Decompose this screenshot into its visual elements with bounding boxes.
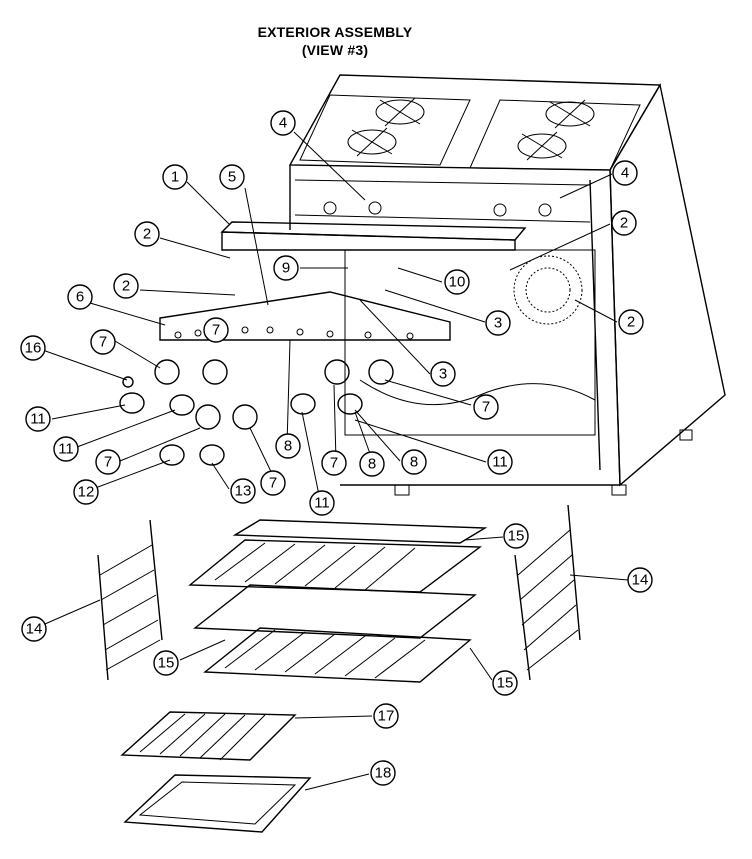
callout-3: 3: [430, 361, 456, 387]
callout-4: 4: [270, 110, 296, 136]
svg-text:7: 7: [330, 455, 338, 472]
callout-7: 7: [321, 450, 347, 476]
svg-text:14: 14: [632, 572, 649, 589]
svg-text:2: 2: [143, 226, 151, 243]
svg-text:7: 7: [482, 399, 490, 416]
svg-text:18: 18: [375, 765, 392, 782]
svg-text:6: 6: [76, 289, 84, 306]
callout-10: 10: [444, 269, 470, 295]
svg-text:5: 5: [228, 169, 236, 186]
callout-12: 12: [73, 479, 99, 505]
svg-text:11: 11: [492, 454, 508, 471]
svg-text:15: 15: [497, 675, 514, 692]
callout-7: 7: [95, 449, 121, 475]
callout-7: 7: [90, 329, 116, 355]
svg-text:11: 11: [30, 411, 46, 428]
rack-slide-right: [514, 504, 581, 681]
callout-2: 2: [618, 309, 644, 335]
callout-2: 2: [134, 221, 160, 247]
callout-8-label: 8: [284, 438, 292, 455]
control-panel: [159, 291, 451, 341]
svg-text:2: 2: [627, 314, 635, 331]
callout-11: 11: [53, 436, 79, 462]
svg-text:11: 11: [58, 441, 74, 458]
rack-slide-left: [97, 519, 163, 681]
svg-text:7: 7: [269, 475, 277, 492]
callout-2: 2: [113, 273, 139, 299]
svg-text:10: 10: [449, 274, 466, 291]
callout-9: 9: [273, 255, 299, 281]
svg-text:8: 8: [368, 456, 376, 473]
callout-15: 15: [153, 650, 179, 676]
svg-text:15: 15: [158, 655, 175, 672]
svg-text:7: 7: [104, 454, 112, 471]
svg-text:17: 17: [378, 708, 395, 725]
callout-7: 7: [203, 317, 229, 343]
svg-text:4: 4: [621, 165, 629, 182]
control-panel-backer: [220, 221, 527, 251]
range-body: [288, 74, 726, 496]
callout-8: 8: [401, 449, 427, 475]
callout-11: 11: [309, 490, 335, 516]
svg-text:15: 15: [508, 528, 525, 545]
svg-text:11: 11: [314, 495, 330, 512]
callout-11: 11: [487, 449, 513, 475]
callout-15: 15: [492, 670, 518, 696]
svg-text:7: 7: [212, 322, 220, 339]
callout-14: 14: [627, 567, 653, 593]
svg-text:1: 1: [171, 169, 179, 186]
callout-11: 11: [25, 406, 51, 432]
svg-text:14: 14: [26, 621, 43, 638]
diagram-subtitle: (VIEW #3): [301, 42, 369, 58]
svg-text:4: 4: [279, 115, 287, 132]
callout-5: 5: [219, 164, 245, 190]
callout-8: 8: [275, 433, 301, 459]
svg-text:2: 2: [122, 278, 130, 295]
callout-6: 6: [67, 284, 93, 310]
burner-grate-right: [469, 99, 641, 171]
control-knobs: [119, 359, 394, 466]
svg-text:7: 7: [99, 334, 107, 351]
svg-text:12: 12: [78, 484, 95, 501]
diagram-title: EXTERIOR ASSEMBLY: [257, 24, 413, 40]
oven-racks: [188, 519, 488, 683]
callout-8: 8: [359, 451, 385, 477]
svg-text:3: 3: [439, 366, 447, 383]
callout-14: 14: [21, 616, 47, 642]
svg-text:8: 8: [410, 454, 418, 471]
broiler-pan: [123, 774, 312, 833]
svg-text:3: 3: [494, 315, 502, 332]
broiler-grid: [120, 711, 297, 761]
svg-text:13: 13: [235, 483, 252, 500]
svg-text:2: 2: [620, 215, 628, 232]
callout-7: 7: [260, 470, 286, 496]
svg-text:16: 16: [25, 340, 42, 357]
burner-grate-left: [299, 94, 471, 166]
callout-4: 4: [612, 160, 638, 186]
callout-3: 3: [485, 310, 511, 336]
callout-1: 1: [162, 164, 188, 190]
callout-2: 2: [611, 210, 637, 236]
svg-text:9: 9: [282, 260, 290, 277]
callout-17: 17: [373, 703, 399, 729]
callout-18: 18: [370, 760, 396, 786]
callout-7: 7: [473, 394, 499, 420]
callout-13: 13: [230, 478, 256, 504]
callout-15: 15: [503, 523, 529, 549]
callout-16: 16: [20, 335, 46, 361]
